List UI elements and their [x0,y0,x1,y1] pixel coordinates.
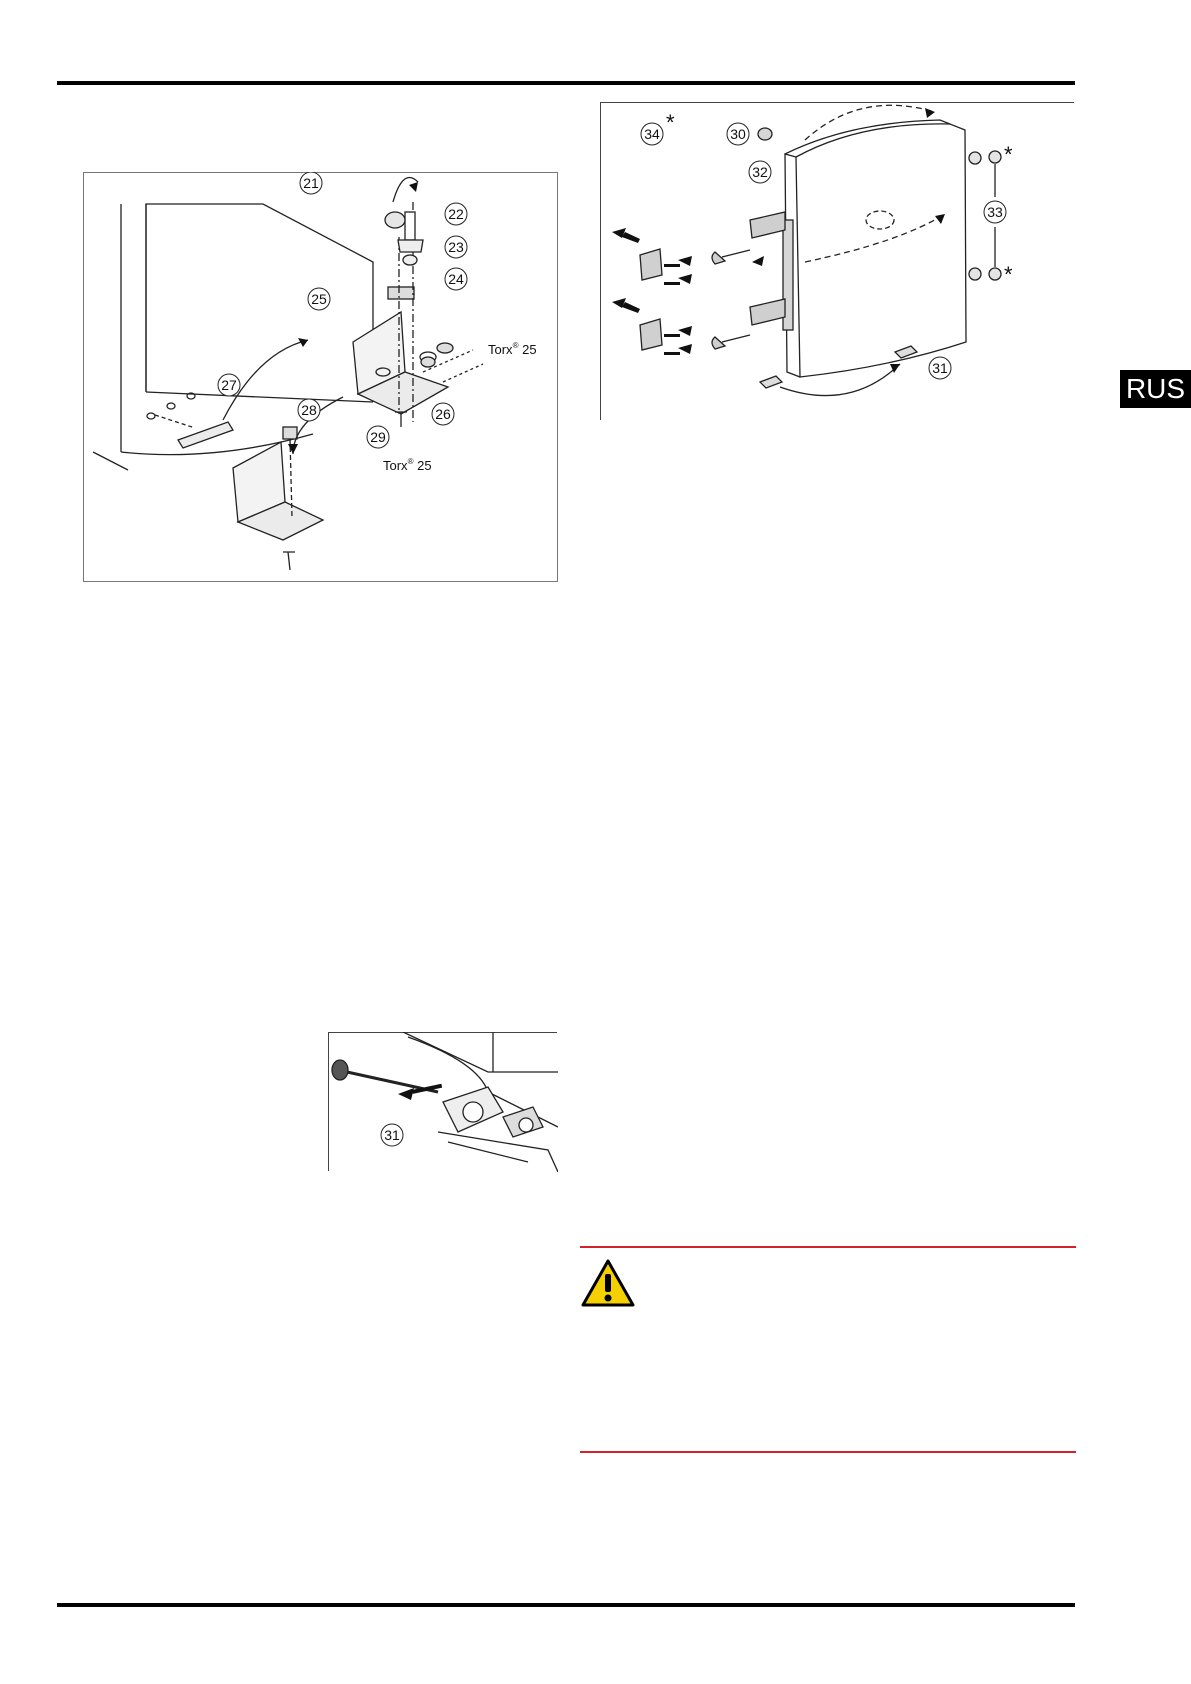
svg-text:26: 26 [435,406,451,422]
svg-text:31: 31 [384,1127,400,1143]
callout-23: 23 [444,235,468,259]
callout-29: 29 [366,425,390,449]
door-handle-figure: 30 31 32 33 34 * * * [600,102,1075,422]
svg-text:28: 28 [301,402,317,418]
svg-text:22: 22 [448,206,464,222]
asterisk-33-top: * [1004,142,1013,167]
svg-text:31: 31 [932,360,948,376]
svg-text:21: 21 [303,175,319,191]
callout-28: 28 [297,398,321,422]
callout-31: 31 [928,356,952,380]
callout-25: 25 [307,287,331,311]
callout-21: 21 [299,172,323,195]
asterisk-34: * [666,110,675,135]
callout-24: 24 [444,267,468,291]
callout-27: 27 [217,373,241,397]
callout-22: 22 [444,202,468,226]
hinge-detail-figure: 31 [328,1032,558,1172]
svg-text:23: 23 [448,239,464,255]
torx-label-lower: Torx® 25 [383,457,432,473]
warning-triangle-icon [580,1258,636,1313]
svg-text:27: 27 [221,377,237,393]
warning-top-rule [580,1246,1076,1248]
callout-31-detail: 31 [380,1123,404,1147]
svg-text:29: 29 [370,429,386,445]
callout-26: 26 [431,402,455,426]
warning-bottom-rule [580,1451,1076,1453]
svg-text:30: 30 [730,126,746,142]
callout-32: 32 [748,160,772,184]
footer-rule [57,1603,1075,1607]
bottom-hinge-figure: 21 22 23 24 25 26 27 28 29 Torx® 25 Torx… [83,172,558,582]
torx-label-upper: Torx® 25 [488,341,537,357]
svg-text:Torx® 25: Torx® 25 [383,457,432,473]
svg-text:32: 32 [752,164,768,180]
svg-text:33: 33 [987,204,1003,220]
svg-text:Torx® 25: Torx® 25 [488,341,537,357]
header-rule [57,81,1075,85]
svg-text:24: 24 [448,271,464,287]
svg-text:25: 25 [311,291,327,307]
callout-34: 34 [640,122,664,146]
language-tab: RUS [1120,370,1191,408]
callout-33: 33 [983,200,1007,224]
svg-text:34: 34 [644,126,660,142]
callout-30: 30 [726,122,750,146]
asterisk-33-bottom: * [1004,262,1013,287]
